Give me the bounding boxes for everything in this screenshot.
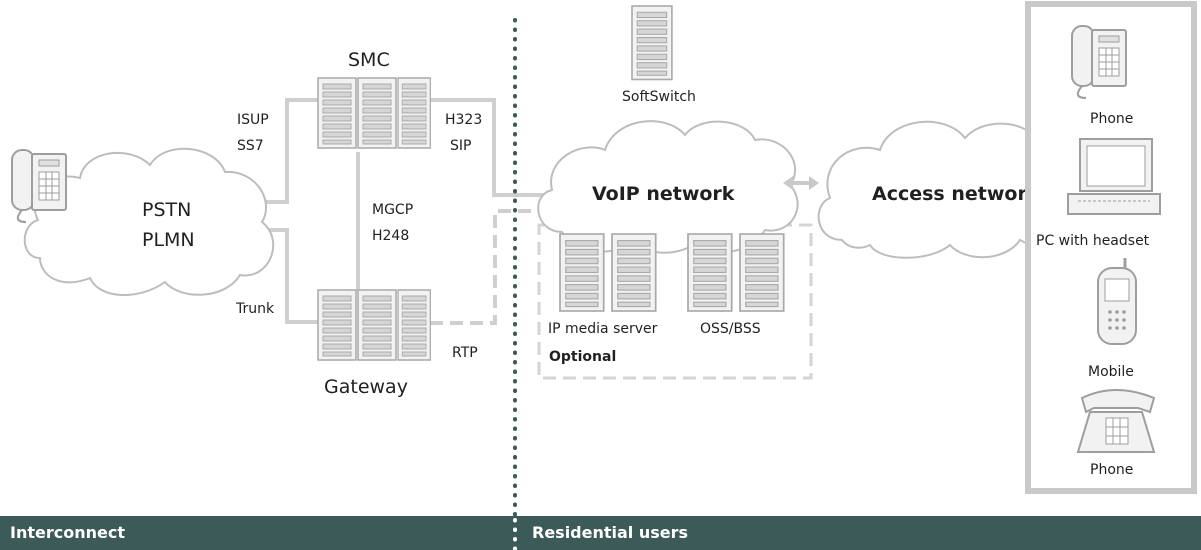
voip-network-label: VoIP network <box>592 183 735 205</box>
footer-interconnect: Interconnect <box>10 523 125 542</box>
connection-lines <box>262 98 550 324</box>
bidirectional-arrow-icon <box>783 176 819 190</box>
link-gateway-voip-rtp <box>430 209 552 325</box>
h323-label: H323 <box>445 112 482 128</box>
link-smc-voip <box>430 98 550 197</box>
pstn-label: PSTN <box>142 199 191 221</box>
phone-bottom-label: Phone <box>1090 462 1133 478</box>
mgcp-label: MGCP <box>372 202 413 218</box>
softswitch-label: SoftSwitch <box>622 89 696 105</box>
cordless-phone-icon <box>1076 389 1156 453</box>
smc-label: SMC <box>348 49 390 71</box>
isup-label: ISUP <box>237 112 269 128</box>
ss7-label: SS7 <box>237 138 264 154</box>
h248-label: H248 <box>372 228 409 244</box>
gateway-label: Gateway <box>324 376 408 398</box>
rtp-label: RTP <box>452 345 478 361</box>
voip-network-cloud <box>537 120 799 254</box>
pc-icon <box>1067 138 1161 215</box>
softswitch-server-icon <box>631 5 673 81</box>
oss-bss-label: OSS/BSS <box>700 321 761 337</box>
plmn-label: PLMN <box>142 229 195 251</box>
footer-divider-dots <box>513 518 517 550</box>
access-network-label: Access network <box>872 183 1040 205</box>
link-pstn-gateway <box>262 228 318 324</box>
mobile-phone-icon <box>1097 258 1137 345</box>
gateway-server-icon <box>317 289 432 361</box>
ip-media-server-label: IP media server <box>548 321 658 337</box>
trunk-label: Trunk <box>235 301 275 317</box>
optional-label: Optional <box>549 349 616 365</box>
mobile-label: Mobile <box>1088 364 1134 380</box>
smc-server-icon <box>317 77 432 149</box>
phone-top-label: Phone <box>1090 111 1133 127</box>
footer-residential-users: Residential users <box>532 523 689 542</box>
sip-label: SIP <box>450 138 471 154</box>
footer-band <box>0 516 1201 550</box>
pc-headset-label: PC with headset <box>1036 233 1150 249</box>
optional-box <box>537 223 813 380</box>
link-pstn-smc <box>262 98 318 204</box>
